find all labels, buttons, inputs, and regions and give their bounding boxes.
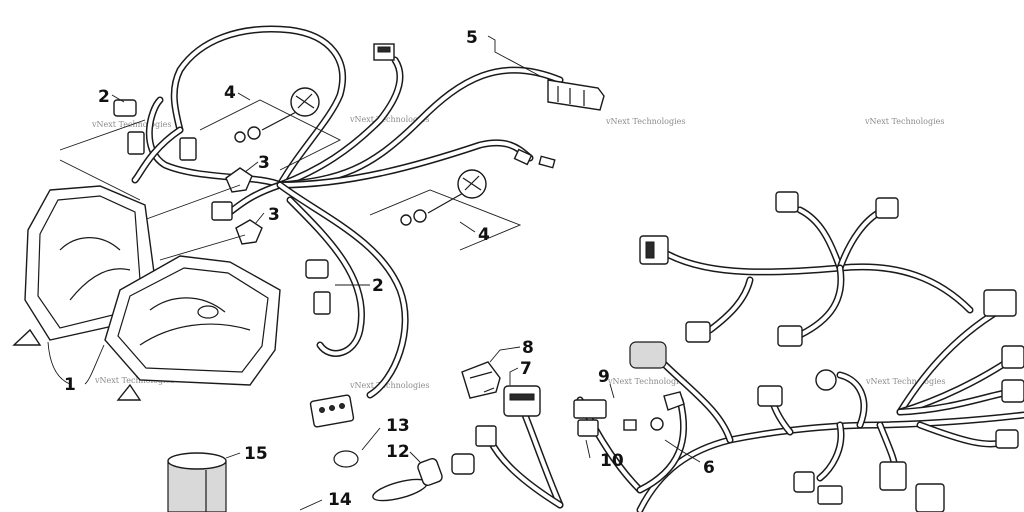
callout-2-bottom: 2 (372, 276, 384, 296)
callout-6: 6 (703, 458, 715, 478)
callout-2-top: 2 (98, 87, 110, 107)
callout-1: 1 (64, 375, 76, 395)
clamp-13 (333, 450, 359, 468)
connector-right-2 (1001, 345, 1024, 369)
bulb-lower (235, 219, 263, 245)
washer-upper (234, 131, 246, 143)
watermark-4: vNext Technologies (864, 117, 944, 126)
bulb-connector-low (211, 201, 233, 221)
harness-connectors (113, 43, 605, 428)
headlamp-right (104, 255, 281, 386)
connector-top-1 (775, 191, 799, 213)
ground-terminal (663, 391, 685, 411)
callout-7: 7 (520, 359, 532, 379)
spade-terminal-a (513, 148, 533, 166)
relay-connector (879, 461, 907, 491)
callout-9: 9 (598, 367, 610, 387)
bulbs-and-adjusters (59, 87, 522, 261)
washer-lower (400, 214, 412, 226)
nut-upper (247, 126, 261, 140)
bulb-connector-left (127, 131, 145, 155)
watermark-7: vNext Technologies (607, 377, 687, 386)
callout-12: 12 (386, 442, 410, 462)
nut-lower (413, 209, 427, 223)
connector-right-4 (995, 429, 1019, 449)
connector-mid-1 (685, 321, 711, 343)
callout-8: 8 (522, 338, 534, 358)
main-connector-5 (547, 79, 605, 111)
watermark-8: vNext Technologies (865, 377, 945, 386)
watermark-3: vNext Technologies (605, 117, 685, 126)
callout-3-top: 3 (258, 153, 270, 173)
relay-block (915, 483, 945, 512)
strap-buckle-12 (417, 458, 443, 486)
watermark-5: vNext Technologies (94, 376, 174, 385)
rubber-boot-8 (461, 361, 501, 399)
fuse-holder-9 (573, 399, 607, 419)
callout-13: 13 (386, 416, 410, 436)
bulb-connector-right (179, 137, 197, 161)
socket-connector (313, 291, 331, 315)
callout-4-top: 4 (224, 83, 236, 103)
connector-right-3 (1001, 379, 1024, 403)
callout-10: 10 (600, 451, 624, 471)
connector-left-2 (451, 453, 475, 475)
connector-center (757, 385, 783, 407)
connector-10 (577, 419, 599, 437)
callout-5: 5 (466, 28, 478, 48)
parts-7-8 (461, 361, 541, 417)
connector-bottom-1 (793, 471, 815, 493)
connector-right-1 (983, 289, 1017, 317)
connector-left-1 (475, 425, 497, 447)
round-connector (815, 369, 837, 391)
callout-3-bottom: 3 (268, 205, 280, 225)
small-parts (167, 450, 443, 512)
watermark-2: vNext Technologies (349, 115, 429, 124)
connector-mid-2 (777, 325, 803, 347)
top-connector-pins (377, 46, 391, 53)
callouts: 2 4 5 3 3 4 2 1 8 7 9 10 6 13 12 15 14 (64, 28, 715, 510)
headlamp-left-tab (12, 328, 42, 346)
socket-2-top (113, 99, 137, 117)
connector-top-2 (875, 197, 899, 219)
ring-terminal (650, 417, 664, 431)
fuse-9 (623, 419, 637, 431)
strap-12 (372, 478, 428, 502)
main-harness-connectors (451, 191, 1024, 512)
bulb-upper (225, 167, 253, 193)
leaders (111, 35, 701, 511)
connector-bottom-2 (817, 485, 843, 505)
connector-7 (503, 385, 541, 417)
headlamp-right-tab (116, 383, 142, 401)
callout-15: 15 (244, 444, 268, 464)
callout-14: 14 (328, 490, 352, 510)
headlamp-assemblies (12, 185, 281, 401)
callout-4-bottom: 4 (478, 225, 490, 245)
spade-terminal-b (538, 155, 556, 169)
watermark-6: vNext Technologies (349, 381, 429, 390)
socket-2-bottom (305, 259, 329, 279)
connector-boot (629, 341, 667, 369)
main-harness (486, 206, 1024, 512)
